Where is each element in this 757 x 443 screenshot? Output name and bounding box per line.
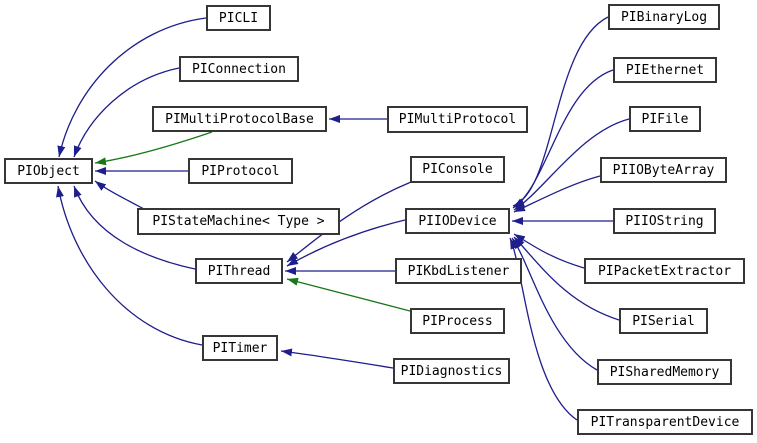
node-PIConsole[interactable]: PIConsole (410, 156, 505, 183)
edge-PISharedMemory-to-PIIODevice (511, 237, 598, 371)
node-PIProtocol[interactable]: PIProtocol (188, 158, 293, 184)
edge-PIEthernet-to-PIIODevice (512, 69, 614, 209)
edge-PIIODevice-to-PIThread (286, 219, 406, 267)
node-PIIODevice[interactable]: PIIODevice (405, 208, 510, 234)
node-PIDiagnostics[interactable]: PIDiagnostics (393, 358, 510, 384)
node-PISerial[interactable]: PISerial (619, 308, 708, 334)
node-PIObject[interactable]: PIObject (4, 158, 93, 184)
edge-PITimer-to-PIObject (56, 185, 203, 346)
node-PIMultiProtocolBase[interactable]: PIMultiProtocolBase (152, 106, 327, 132)
node-PIConnection[interactable]: PIConnection (179, 56, 299, 82)
edge-PIIOByteArray-to-PIIODevice (513, 175, 601, 213)
node-PITimer[interactable]: PITimer (202, 335, 278, 361)
node-PIEthernet[interactable]: PIEthernet (613, 57, 717, 83)
node-PICLI[interactable]: PICLI (206, 5, 271, 31)
edge-PITransparentDevice-to-PIIODevice (509, 237, 578, 421)
edge-PIThread-to-PIObject (73, 185, 196, 270)
node-PIBinaryLog[interactable]: PIBinaryLog (608, 4, 720, 30)
edge-PIStateMachine-to-PIObject (94, 180, 147, 211)
node-PIFile[interactable]: PIFile (629, 106, 701, 132)
node-PITransparentDevice[interactable]: PITransparentDevice (577, 409, 753, 435)
edge-PIMultiProtocolBase-to-PIObject (94, 131, 213, 166)
node-PIIOString[interactable]: PIIOString (613, 208, 716, 234)
edge-PIProcess-to-PIThread (286, 277, 411, 312)
node-PIProcess[interactable]: PIProcess (410, 308, 505, 334)
node-PIMultiProtocol[interactable]: PIMultiProtocol (387, 106, 528, 133)
edge-PIConnection-to-PIObject (73, 67, 180, 158)
node-PIPacketExtractor[interactable]: PIPacketExtractor (584, 258, 745, 284)
node-PIIOByteArray[interactable]: PIIOByteArray (600, 157, 727, 183)
edge-PIFile-to-PIIODevice (513, 118, 630, 211)
edge-PISerial-to-PIIODevice (513, 236, 620, 321)
node-PIStateMachine[interactable]: PIStateMachine< Type > (137, 208, 340, 235)
node-PIThread[interactable]: PIThread (195, 258, 283, 284)
edge-PICLI-to-PIObject (57, 17, 207, 158)
edge-PIDiagnostics-to-PITimer (280, 348, 394, 369)
node-PIKbdListener[interactable]: PIKbdListener (395, 258, 522, 284)
node-PISharedMemory[interactable]: PISharedMemory (597, 359, 732, 385)
